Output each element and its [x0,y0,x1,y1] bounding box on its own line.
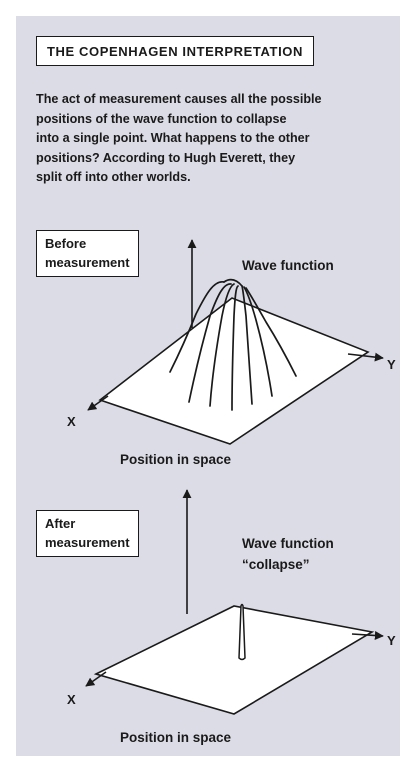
label-line: measurement [45,535,130,550]
intro-line: into a single point. What happens to the… [36,131,310,146]
after-x-axis [85,671,107,687]
after-measurement-label: After measurement [36,510,139,557]
title: THE COPENHAGEN INTERPRETATION [47,43,303,59]
title-box: THE COPENHAGEN INTERPRETATION [36,36,314,66]
before-y-axis-label: Y [387,357,396,372]
collapsed-wave-function [238,603,246,661]
after-y-axis [351,630,384,640]
intro-paragraph: The act of measurement causes all the po… [36,90,396,188]
before-x-axis-label: X [67,414,76,429]
before-x-axis [87,395,109,411]
after-space-plane [93,605,375,715]
before-diagram [87,239,384,445]
after-caption: Position in space [120,730,232,745]
after-diagram [85,489,384,715]
before-wave-function-label: Wave function [242,258,334,273]
before-measurement-label: Before measurement [36,230,139,277]
after-collapse-label: “collapse” [242,557,310,572]
intro-line: positions of the wave function to collap… [36,111,287,126]
after-x-axis-label: X [67,692,76,707]
intro-line: The act of measurement causes all the po… [36,92,322,106]
before-y-axis [347,352,384,362]
label-line: Before [45,236,87,251]
intro-line: split off into other worlds. [36,170,191,185]
before-caption: Position in space [120,452,232,467]
before-wave-function [169,278,297,411]
after-y-axis-label: Y [387,633,396,648]
intro-line: positions? According to Hugh Everett, th… [36,150,296,165]
after-wave-function-label: Wave function [242,536,334,551]
label-line: measurement [45,255,130,270]
label-line: After [45,516,76,531]
